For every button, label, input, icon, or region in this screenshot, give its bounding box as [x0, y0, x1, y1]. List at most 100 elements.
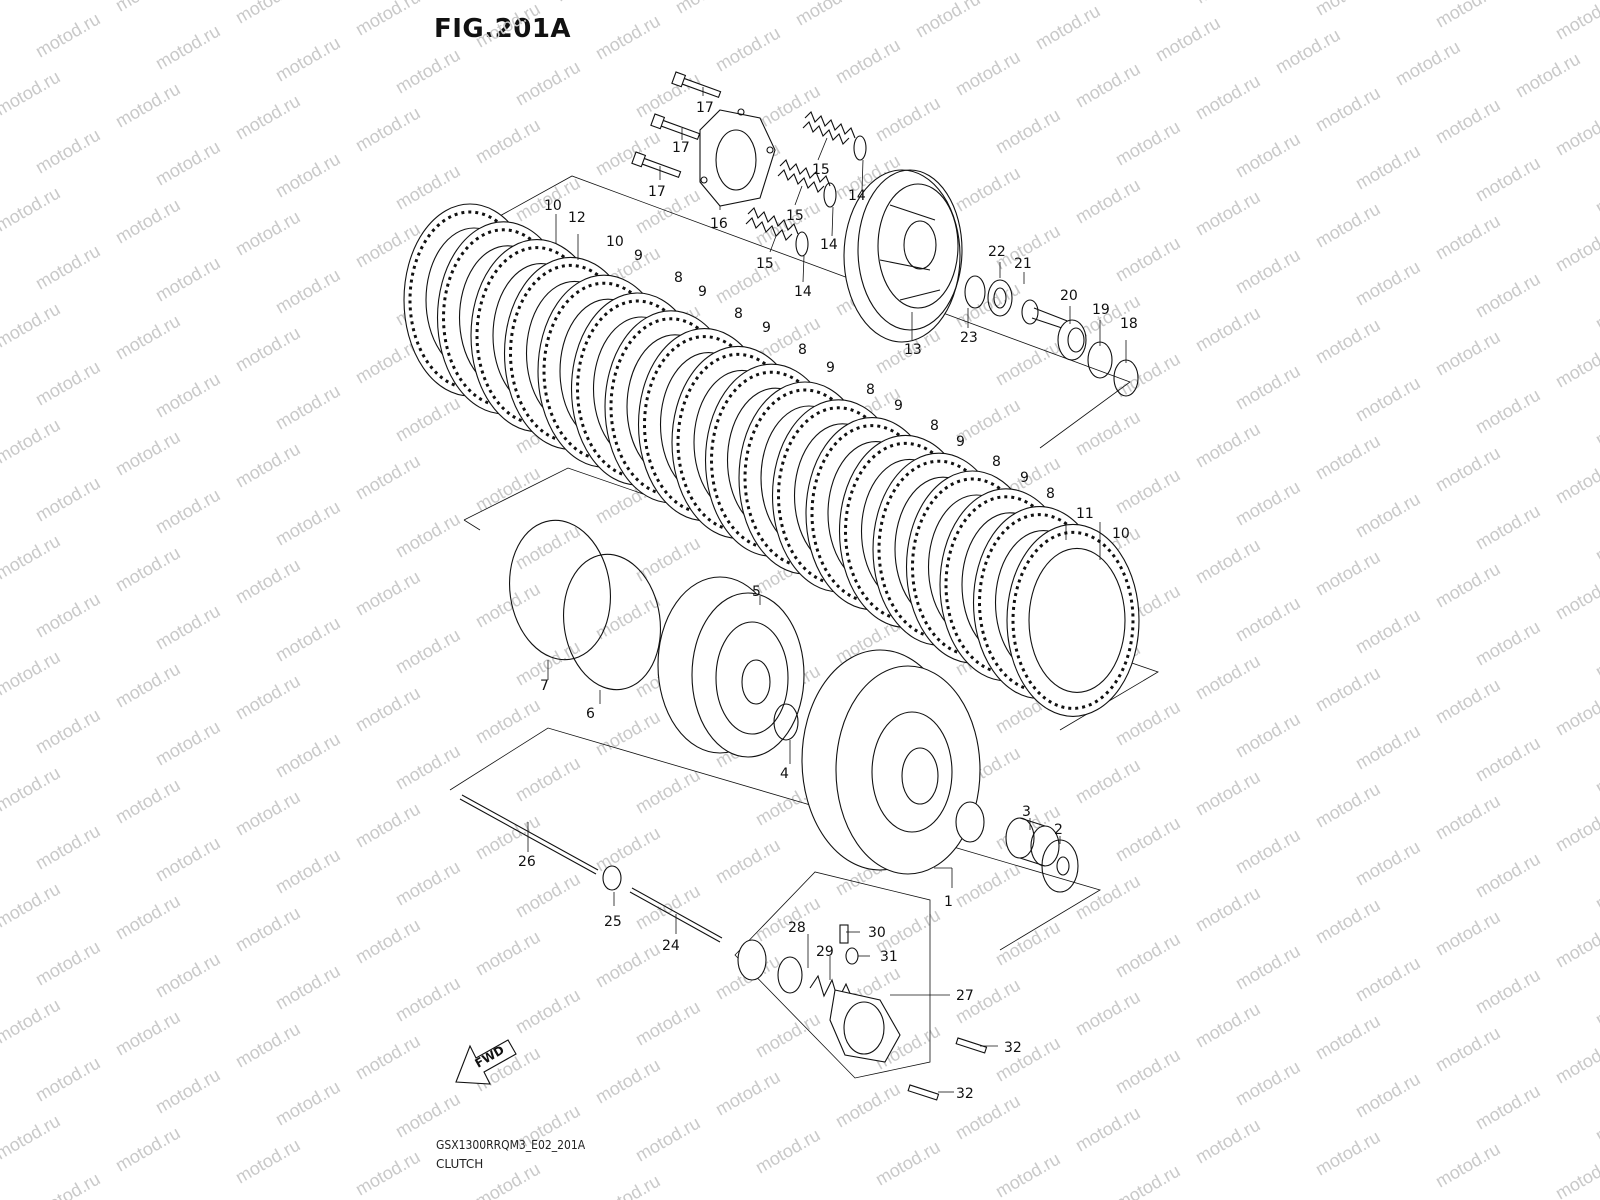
callout-21: 21 — [1014, 256, 1032, 272]
watermark-text: motod.ru — [1192, 71, 1264, 124]
watermark-text: motod.ru — [112, 311, 184, 364]
callout-30: 30 — [868, 925, 886, 941]
watermark-text: motod.ru — [1552, 339, 1600, 392]
watermark-text: motod.ru — [272, 845, 344, 898]
push-piece-21 — [1021, 299, 1071, 331]
watermark-text: motod.ru — [32, 357, 104, 410]
watermark-text: motod.ru — [1472, 617, 1544, 670]
callout-6: 6 — [586, 706, 595, 722]
watermark-text: motod.ru — [392, 161, 464, 214]
watermark-text: motod.ru — [1512, 49, 1584, 102]
watermark-text: motod.ru — [112, 427, 184, 480]
bearing-22 — [987, 279, 1013, 317]
callout-8-f: 8 — [992, 454, 1001, 470]
watermark-text: motod.ru — [1112, 117, 1184, 170]
watermark-text: motod.ru — [1312, 83, 1384, 136]
watermark-text: motod.ru — [232, 0, 304, 27]
callout-17-c: 17 — [648, 184, 666, 200]
callout-5: 5 — [752, 584, 761, 600]
watermark-text: motod.ru — [1192, 535, 1264, 588]
watermark-text: motod.ru — [352, 799, 424, 852]
watermark-text: motod.ru — [272, 265, 344, 318]
watermark-text: motod.ru — [1112, 697, 1184, 750]
washer-23 — [964, 275, 986, 309]
watermark-text: motod.ru — [1352, 721, 1424, 774]
watermark-text: motod.ru — [712, 1067, 784, 1120]
watermark-text: motod.ru — [392, 741, 464, 794]
watermark-text: motod.ru — [1472, 501, 1544, 554]
watermark-text: motod.ru — [32, 125, 104, 178]
callout-numbers: 17 17 17 16 15 15 15 14 14 14 13 23 22 2… — [518, 100, 1138, 1102]
watermark-text: motod.ru — [1072, 871, 1144, 924]
watermark-text: motod.ru — [1312, 431, 1384, 484]
watermark-text: motod.ru — [952, 859, 1024, 912]
watermark-text: motod.ru — [1592, 1093, 1600, 1146]
watermark-text: motod.ru — [992, 1033, 1064, 1086]
wire-ring-6 — [562, 553, 662, 691]
watermark-text: motod.ru — [672, 0, 744, 17]
watermark-text: motod.ru — [1312, 199, 1384, 252]
watermark-text: motod.ru — [232, 555, 304, 608]
watermark-text: motod.ru — [152, 253, 224, 306]
plate-teeth — [1011, 530, 1135, 710]
watermark-text: motod.ru — [592, 591, 664, 644]
watermark-text: motod.ru — [512, 869, 584, 922]
callout-15-c: 15 — [756, 256, 774, 272]
watermark-text: motod.ru — [32, 1053, 104, 1106]
lifter-plate-16 — [699, 108, 776, 207]
callout-14-b: 14 — [820, 237, 838, 253]
watermark-text: motod.ru — [872, 1137, 944, 1190]
watermark-text: motod.ru — [1072, 987, 1144, 1040]
watermark-text: motod.ru — [392, 625, 464, 678]
plate-inner-edge — [1028, 547, 1126, 693]
ball-25 — [602, 865, 622, 891]
callout-23: 23 — [960, 330, 978, 346]
bolt-32-b — [907, 1084, 940, 1101]
watermark-text: motod.ru — [1432, 907, 1504, 960]
clutch-hub-5 — [657, 576, 805, 758]
release-cylinder-27 — [829, 989, 901, 1063]
watermark-text: motod.ru — [1472, 1081, 1544, 1134]
watermark-text: motod.ru — [0, 415, 64, 468]
watermark-text: motod.ru — [152, 833, 224, 886]
watermark-text: motod.ru — [472, 695, 544, 748]
watermark-text: motod.ru — [1352, 141, 1424, 194]
watermark-text: motod.ru — [1352, 605, 1424, 658]
watermark-text: motod.ru — [632, 1113, 704, 1166]
watermark-text: motod.ru — [1432, 211, 1504, 264]
callout-10-b: 10 — [606, 234, 624, 250]
watermark-text: motod.ru — [472, 579, 544, 632]
watermark-text: motod.ru — [1232, 941, 1304, 994]
watermark-text: motod.ru — [1112, 349, 1184, 402]
watermark-text: motod.ru — [232, 207, 304, 260]
watermark-text: motod.ru — [1112, 465, 1184, 518]
watermark-text: motod.ru — [872, 93, 944, 146]
watermark-text: motod.ru — [152, 717, 224, 770]
callout-11: 11 — [1076, 506, 1094, 522]
watermark-text: motod.ru — [592, 1055, 664, 1108]
watermark-text: motod.ru — [752, 1125, 824, 1178]
watermark-text: motod.ru — [1072, 175, 1144, 228]
watermark-text: motod.ru — [512, 985, 584, 1038]
watermark-text: motod.ru — [1232, 477, 1304, 530]
pressure-plate-13 — [843, 169, 963, 343]
watermark-text: motod.ru — [1472, 849, 1544, 902]
watermark-text: motod.ru — [32, 821, 104, 874]
watermark-text: motod.ru — [232, 439, 304, 492]
watermark-text: motod.ru — [1592, 281, 1600, 334]
watermark-text: motod.ru — [0, 0, 64, 3]
callout-28: 28 — [788, 920, 806, 936]
watermark-text: motod.ru — [1552, 687, 1600, 740]
watermark-text: motod.ru — [1432, 327, 1504, 380]
watermark-text: motod.ru — [1592, 745, 1600, 798]
callout-9-e: 9 — [894, 398, 903, 414]
watermark-text: motod.ru — [1352, 953, 1424, 1006]
callout-8-b: 8 — [734, 306, 743, 322]
callout-24: 24 — [662, 938, 680, 954]
callout-17-b: 17 — [672, 140, 690, 156]
watermark-text: motod.ru — [592, 939, 664, 992]
watermark-text: motod.ru — [552, 0, 624, 5]
watermark-text: motod.ru — [1192, 0, 1264, 7]
callout-16: 16 — [710, 216, 728, 232]
watermark-text: motod.ru — [712, 835, 784, 888]
